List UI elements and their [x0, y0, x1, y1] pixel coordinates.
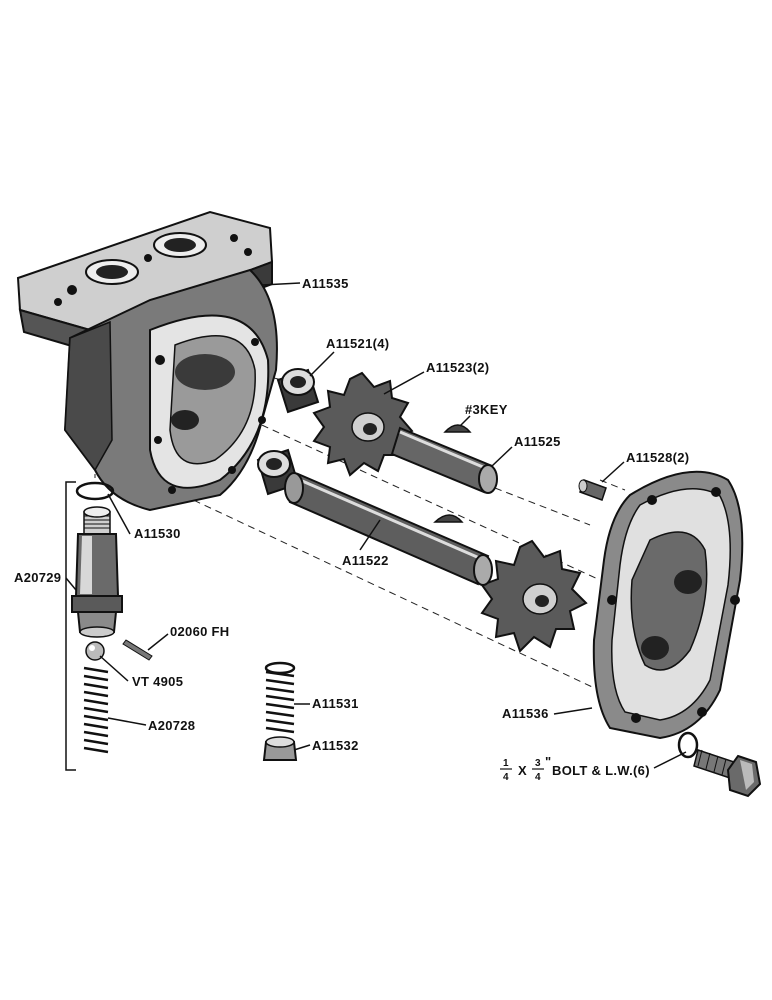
- bolt-frac2-den: 4: [535, 772, 541, 783]
- label-spring: A11531: [312, 696, 359, 711]
- bolt-frac1-num: 1: [503, 758, 509, 769]
- label-valve-spring: A20728: [148, 718, 195, 733]
- label-key: #3KEY: [465, 402, 508, 417]
- label-idler-shaft: A11522: [342, 553, 389, 568]
- valve-group-bracket: [65, 481, 76, 771]
- bolt-frac1-den: 4: [503, 772, 509, 783]
- spring: [264, 661, 296, 734]
- woodruff-key-lower: [433, 514, 464, 523]
- bolt-text: BOLT & L.W.(6): [552, 763, 650, 778]
- label-gear: A11523(2): [426, 360, 489, 375]
- part-labels: A11535 A11521(4) A11523(2) #3KEY A11525 …: [14, 276, 689, 783]
- valve-spring: [83, 666, 109, 754]
- label-dowel-pin: A11528(2): [626, 450, 689, 465]
- bushing-upper: [276, 368, 320, 414]
- cap-nut: [262, 736, 298, 761]
- drive-shaft: [390, 426, 498, 494]
- label-cover: A11536: [502, 706, 549, 721]
- gasket-ring: [75, 481, 115, 501]
- label-bushing: A11521(4): [326, 336, 389, 351]
- idler-shaft: [284, 472, 493, 586]
- label-bolt: 1 4 X 3 4 " BOLT & L.W.(6): [500, 754, 650, 783]
- lock-washer: [677, 731, 699, 759]
- gear-lower: [480, 539, 588, 653]
- pump-cover: [592, 470, 744, 740]
- label-cap-nut: A11532: [312, 738, 359, 753]
- leader-lines: [65, 282, 687, 769]
- bolt-frac2-num: 3: [535, 758, 541, 769]
- hex-bolt: [693, 749, 762, 798]
- label-drive-shaft: A11525: [514, 434, 561, 449]
- gear-upper: [312, 371, 414, 477]
- label-cotter-pin: 02060 FH: [170, 624, 230, 639]
- cotter-pin: [122, 639, 153, 661]
- dowel-pin: [578, 479, 607, 501]
- label-valve-body: A20729: [14, 570, 61, 585]
- bolt-x: X: [518, 763, 527, 778]
- pump-housing: [16, 210, 278, 512]
- woodruff-key-upper: [443, 424, 472, 433]
- label-ball: VT 4905: [132, 674, 183, 689]
- label-gasket-ring: A11530: [134, 526, 181, 541]
- check-ball: [85, 641, 105, 661]
- relief-valve-body: [71, 506, 123, 638]
- label-housing: A11535: [302, 276, 349, 291]
- bolt-inch-mark: ": [545, 754, 551, 769]
